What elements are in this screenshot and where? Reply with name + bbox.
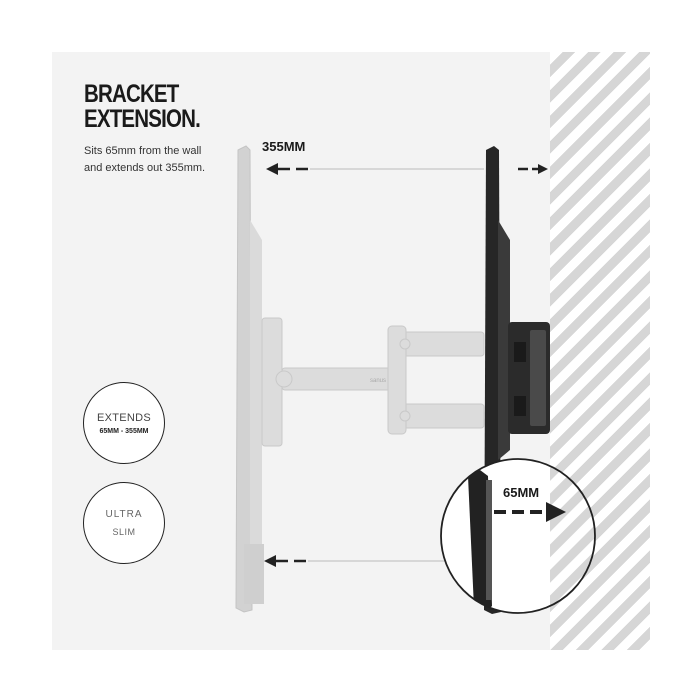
ultra-slim-badge-bottom: SLIM [112,527,136,537]
extended-tv-ghost [235,145,264,613]
max-extension-label: 355MM [262,139,306,154]
ultra-slim-badge-top: ULTRA [105,509,143,520]
extends-badge-range: 65MM - 355MM [99,427,149,435]
page-title: BRACKET EXTENSION. [84,80,201,133]
zoom-detail-circle [440,458,596,614]
gap-arrow [494,502,566,522]
extension-arrow-right [518,164,548,174]
extension-arrow-left [266,163,308,175]
ghost-tv-stand-block [244,544,264,604]
description-line-2: and extends out 355mm. [84,162,206,174]
bottom-arrow-left [264,555,306,567]
ultra-slim-badge: ULTRA SLIM [83,482,165,564]
wall-mount-plate [508,322,550,434]
title-line-2: EXTENSION. [84,105,201,133]
description-line-1: Sits 65mm from the wall [84,145,202,157]
title-line-1: BRACKET [84,80,179,108]
articulating-arm-ghost [261,317,485,447]
arm-brand-mark: sanus [370,378,386,384]
wall-gap-label: 65MM [503,485,540,500]
description: Sits 65mm from the wall and extends out … [84,143,205,177]
extends-badge-label: EXTENDS [96,411,152,424]
extends-badge: EXTENDS 65MM - 355MM [83,382,165,464]
